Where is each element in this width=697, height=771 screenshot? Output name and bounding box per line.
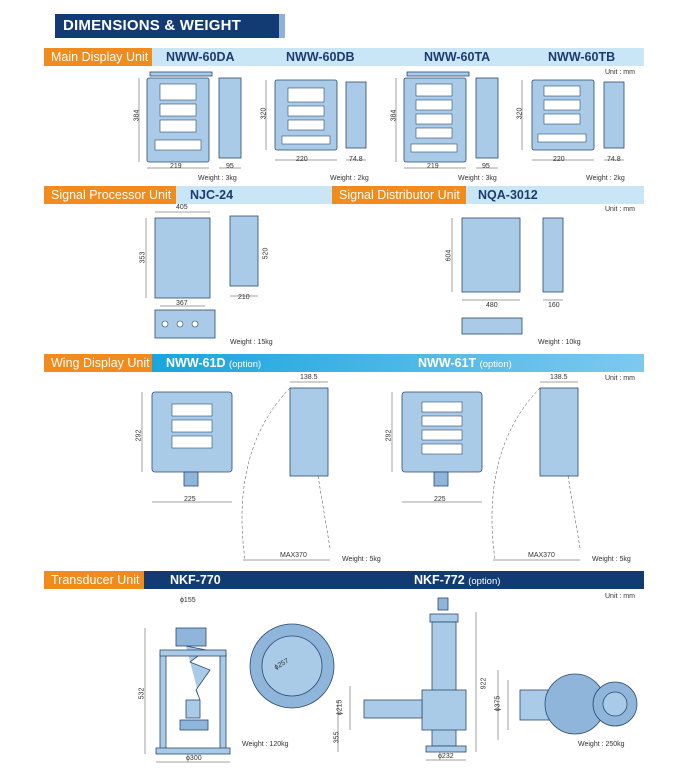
dim-ta-depth: 95: [482, 163, 490, 170]
dim-processor-top: 405: [176, 204, 188, 211]
weight-61t: Weight : 5kg: [592, 556, 631, 563]
model-nkf-770: NKF-770: [170, 573, 221, 587]
dim-ta-width: 219: [427, 163, 439, 170]
weight-60da: Weight : 3kg: [198, 175, 237, 182]
weight-60db: Weight : 2kg: [330, 175, 369, 182]
weight-nkf-772: Weight : 250kg: [578, 741, 625, 748]
dim-772-phi375: ϕ375: [494, 695, 502, 712]
dim-distributor-width: 480: [486, 302, 498, 309]
dim-processor-width: 367: [176, 300, 188, 307]
dim-db-width: 220: [296, 156, 308, 163]
dim-770-base: ϕ300: [186, 755, 202, 762]
wing-display-header: NWW-61D (option) NWW-61T (option): [152, 354, 644, 372]
dim-61d-max: MAX370: [280, 552, 307, 559]
page-title: DIMENSIONS & WEIGHT: [55, 14, 285, 38]
wing-display-label: Wing Display Unit: [44, 354, 152, 372]
dim-61d-width: 225: [184, 496, 196, 503]
model-nww-60da: NWW-60DA: [166, 50, 235, 64]
main-display-label: Main Display Unit: [44, 48, 152, 66]
dim-772-355: 355: [333, 731, 341, 744]
dim-da-width: 219: [170, 163, 182, 170]
dim-61t-depth: 138.5: [550, 374, 568, 381]
dim-processor-depth: 210: [238, 294, 250, 301]
model-nww-61d: NWW-61D (option): [166, 356, 262, 370]
dim-772-height: 922: [480, 677, 488, 690]
model-nww-60ta: NWW-60TA: [424, 50, 491, 64]
weight-nqa-3012: Weight : 10kg: [538, 339, 581, 346]
model-nww-60db: NWW-60DB: [286, 50, 355, 64]
dim-61t-max: MAX370: [528, 552, 555, 559]
dim-772-phi215: ϕ215: [336, 699, 344, 716]
dim-770-height: 532: [138, 687, 146, 700]
model-nww-60tb: NWW-60TB: [548, 50, 616, 64]
weight-61d: Weight : 5kg: [342, 556, 381, 563]
dim-61d-depth: 138.5: [300, 374, 318, 381]
dim-distributor-depth: 160: [548, 302, 560, 309]
main-display-header: NWW-60DA NWW-60DB NWW-60TA NWW-60TB: [152, 48, 644, 66]
dim-772-phi232: ϕ232: [438, 753, 454, 760]
weight-60tb: Weight : 2kg: [586, 175, 625, 182]
weight-60ta: Weight : 3kg: [458, 175, 497, 182]
model-njc-24: NJC-24: [176, 186, 332, 204]
model-nqa-3012: NQA-3012: [466, 186, 644, 204]
wing-unit-note: Unit : mm: [605, 375, 635, 382]
model-nww-61t: NWW-61T (option): [418, 356, 512, 370]
weight-nkf-770: Weight : 120kg: [242, 741, 289, 748]
weight-njc-24: Weight : 15kg: [230, 339, 273, 346]
transducer-unit-note: Unit : mm: [605, 593, 635, 600]
dim-61t-width: 225: [434, 496, 446, 503]
dim-tb-depth: 74.8: [607, 156, 621, 163]
signal-processor-label: Signal Processor Unit: [44, 186, 176, 204]
main-unit-note: Unit : mm: [605, 69, 635, 76]
dim-da-depth: 95: [226, 163, 234, 170]
signal-distributor-label: Signal Distributor Unit: [332, 186, 466, 204]
transducer-label: Transducer Unit: [44, 571, 144, 589]
distributor-unit-note: Unit : mm: [605, 206, 635, 213]
transducer-header: NKF-770 NKF-772 (option): [144, 571, 644, 589]
dim-tb-width: 220: [553, 156, 565, 163]
dim-770-phi155: ϕ155: [180, 597, 196, 604]
dim-db-depth: 74.8: [349, 156, 363, 163]
model-nkf-772: NKF-772 (option): [414, 573, 501, 587]
